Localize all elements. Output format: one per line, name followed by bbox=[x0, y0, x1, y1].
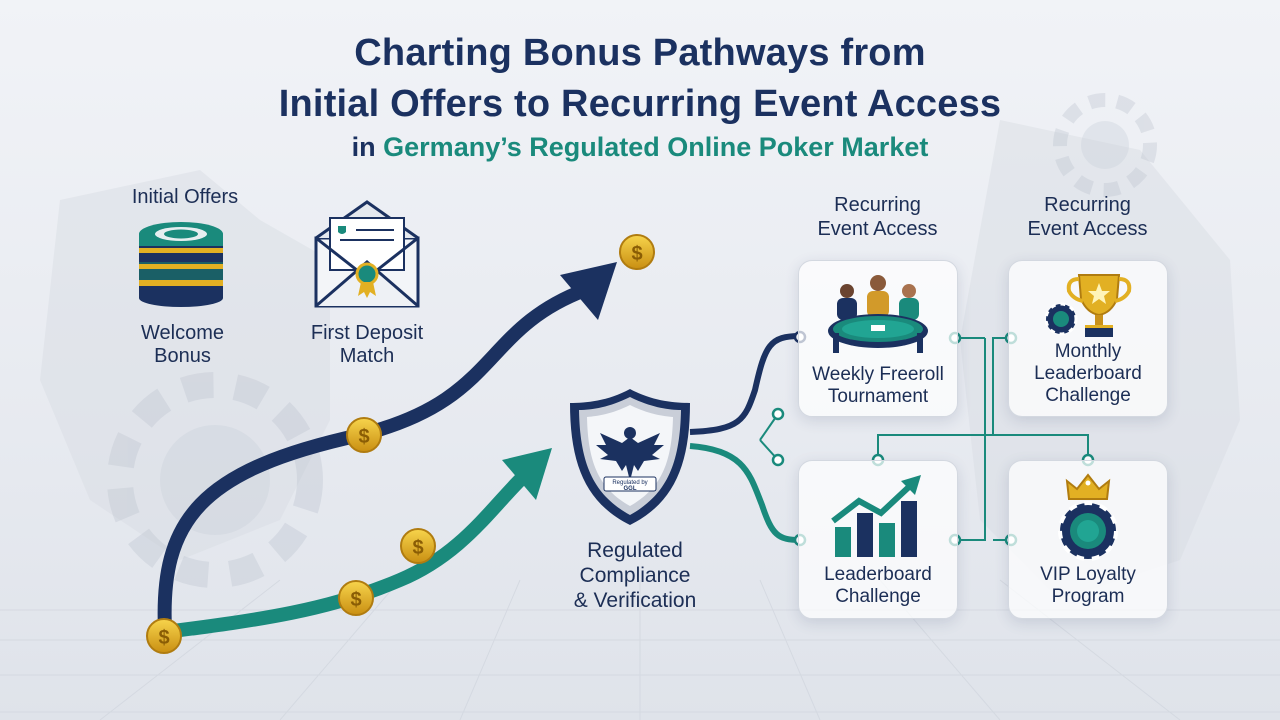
connector-weekly bbox=[689, 333, 801, 435]
svg-text:$: $ bbox=[412, 537, 423, 559]
card-leaderboard-label: Leaderboard Challenge bbox=[799, 564, 957, 608]
subtitle: in Germany’s Regulated Online Poker Mark… bbox=[0, 132, 1280, 163]
svg-text:$: $ bbox=[358, 426, 369, 448]
recurring-heading-left: Recurring Event Access bbox=[790, 193, 965, 241]
background-chip-right bbox=[1053, 93, 1157, 197]
initial-offers-heading: Initial Offers bbox=[131, 186, 239, 208]
bar-chart-icon bbox=[831, 475, 921, 557]
shield-eagle-icon: Regulated by GGL bbox=[570, 389, 690, 525]
card-monthly-line2: Leaderboard bbox=[1034, 363, 1142, 384]
gold-coin-icon: $ bbox=[146, 618, 182, 654]
recurring-heading-right-line2: Event Access bbox=[1027, 218, 1148, 240]
card-weekly-line2: Tournament bbox=[827, 386, 929, 407]
subtitle-accent: Germany’s Regulated Online Poker Market bbox=[383, 132, 929, 162]
card-monthly-label: Monthly Leaderboard Challenge bbox=[1009, 341, 1167, 407]
background-chip-left bbox=[107, 372, 323, 588]
card-leaderboard-line2: Challenge bbox=[835, 586, 921, 607]
poker-table-icon bbox=[828, 275, 928, 353]
gold-coin-icon: $ bbox=[619, 234, 655, 270]
shield-badge-text1: Regulated by bbox=[612, 480, 647, 486]
gold-coin-icon: $ bbox=[346, 417, 382, 453]
recurring-heading-right: Recurring Event Access bbox=[1000, 193, 1175, 241]
compliance-label: Regulated Compliance & Verification bbox=[540, 538, 730, 613]
teal-pathway-arrow bbox=[158, 473, 527, 639]
crown-chip-icon bbox=[1058, 473, 1118, 561]
recurring-heading-left-line1: Recurring bbox=[834, 194, 921, 216]
card-weekly-label: Weekly Freeroll Tournament bbox=[799, 364, 957, 408]
card-monthly-line1: Monthly bbox=[1054, 341, 1122, 362]
chip-stack-icon bbox=[139, 222, 223, 307]
card-vip-line2: Program bbox=[1051, 586, 1125, 607]
card-monthly-line3: Challenge bbox=[1045, 385, 1131, 406]
first-deposit-line2: Match bbox=[339, 345, 395, 367]
title-line-1: Charting Bonus Pathways from bbox=[354, 32, 926, 74]
svg-text:$: $ bbox=[158, 627, 169, 649]
recurring-heading-right-line1: Recurring bbox=[1044, 194, 1131, 216]
envelope-icon bbox=[314, 200, 420, 308]
card-leaderboard-line1: Leaderboard bbox=[824, 564, 932, 585]
svg-text:$: $ bbox=[631, 243, 642, 265]
title-line-2: Initial Offers to Recurring Event Access bbox=[278, 83, 1002, 125]
card-weekly-freeroll[interactable]: Weekly Freeroll Tournament bbox=[798, 260, 958, 417]
card-vip-label: VIP Loyalty Program bbox=[1009, 564, 1167, 608]
welcome-bonus-label: Welcome Bonus bbox=[110, 322, 255, 368]
compliance-line1: Regulated bbox=[587, 539, 683, 562]
gold-coin-icon: $ bbox=[400, 528, 436, 564]
welcome-bonus-line1: Welcome bbox=[141, 322, 224, 344]
gold-coin-icon: $ bbox=[338, 580, 374, 616]
card-vip-loyalty[interactable]: VIP Loyalty Program bbox=[1008, 460, 1168, 619]
connector-leaderboard bbox=[689, 443, 801, 543]
card-monthly-leaderboard[interactable]: Monthly Leaderboard Challenge bbox=[1008, 260, 1168, 417]
compliance-line2: Compliance bbox=[579, 564, 691, 587]
card-leaderboard-challenge[interactable]: Leaderboard Challenge bbox=[798, 460, 958, 619]
welcome-bonus-line2: Bonus bbox=[154, 345, 211, 367]
subtitle-prefix: in bbox=[351, 132, 376, 162]
card-vip-line1: VIP Loyalty bbox=[1040, 564, 1136, 585]
first-deposit-label: First Deposit Match bbox=[282, 322, 452, 368]
trophy-icon bbox=[1045, 274, 1132, 337]
first-deposit-line1: First Deposit bbox=[310, 322, 424, 344]
svg-text:$: $ bbox=[350, 589, 361, 611]
recurring-heading-left-line2: Event Access bbox=[817, 218, 938, 240]
card-weekly-line1: Weekly Freeroll bbox=[812, 364, 944, 385]
shield-badge-text2: GGL bbox=[624, 486, 637, 492]
compliance-line3: & Verification bbox=[573, 589, 697, 612]
